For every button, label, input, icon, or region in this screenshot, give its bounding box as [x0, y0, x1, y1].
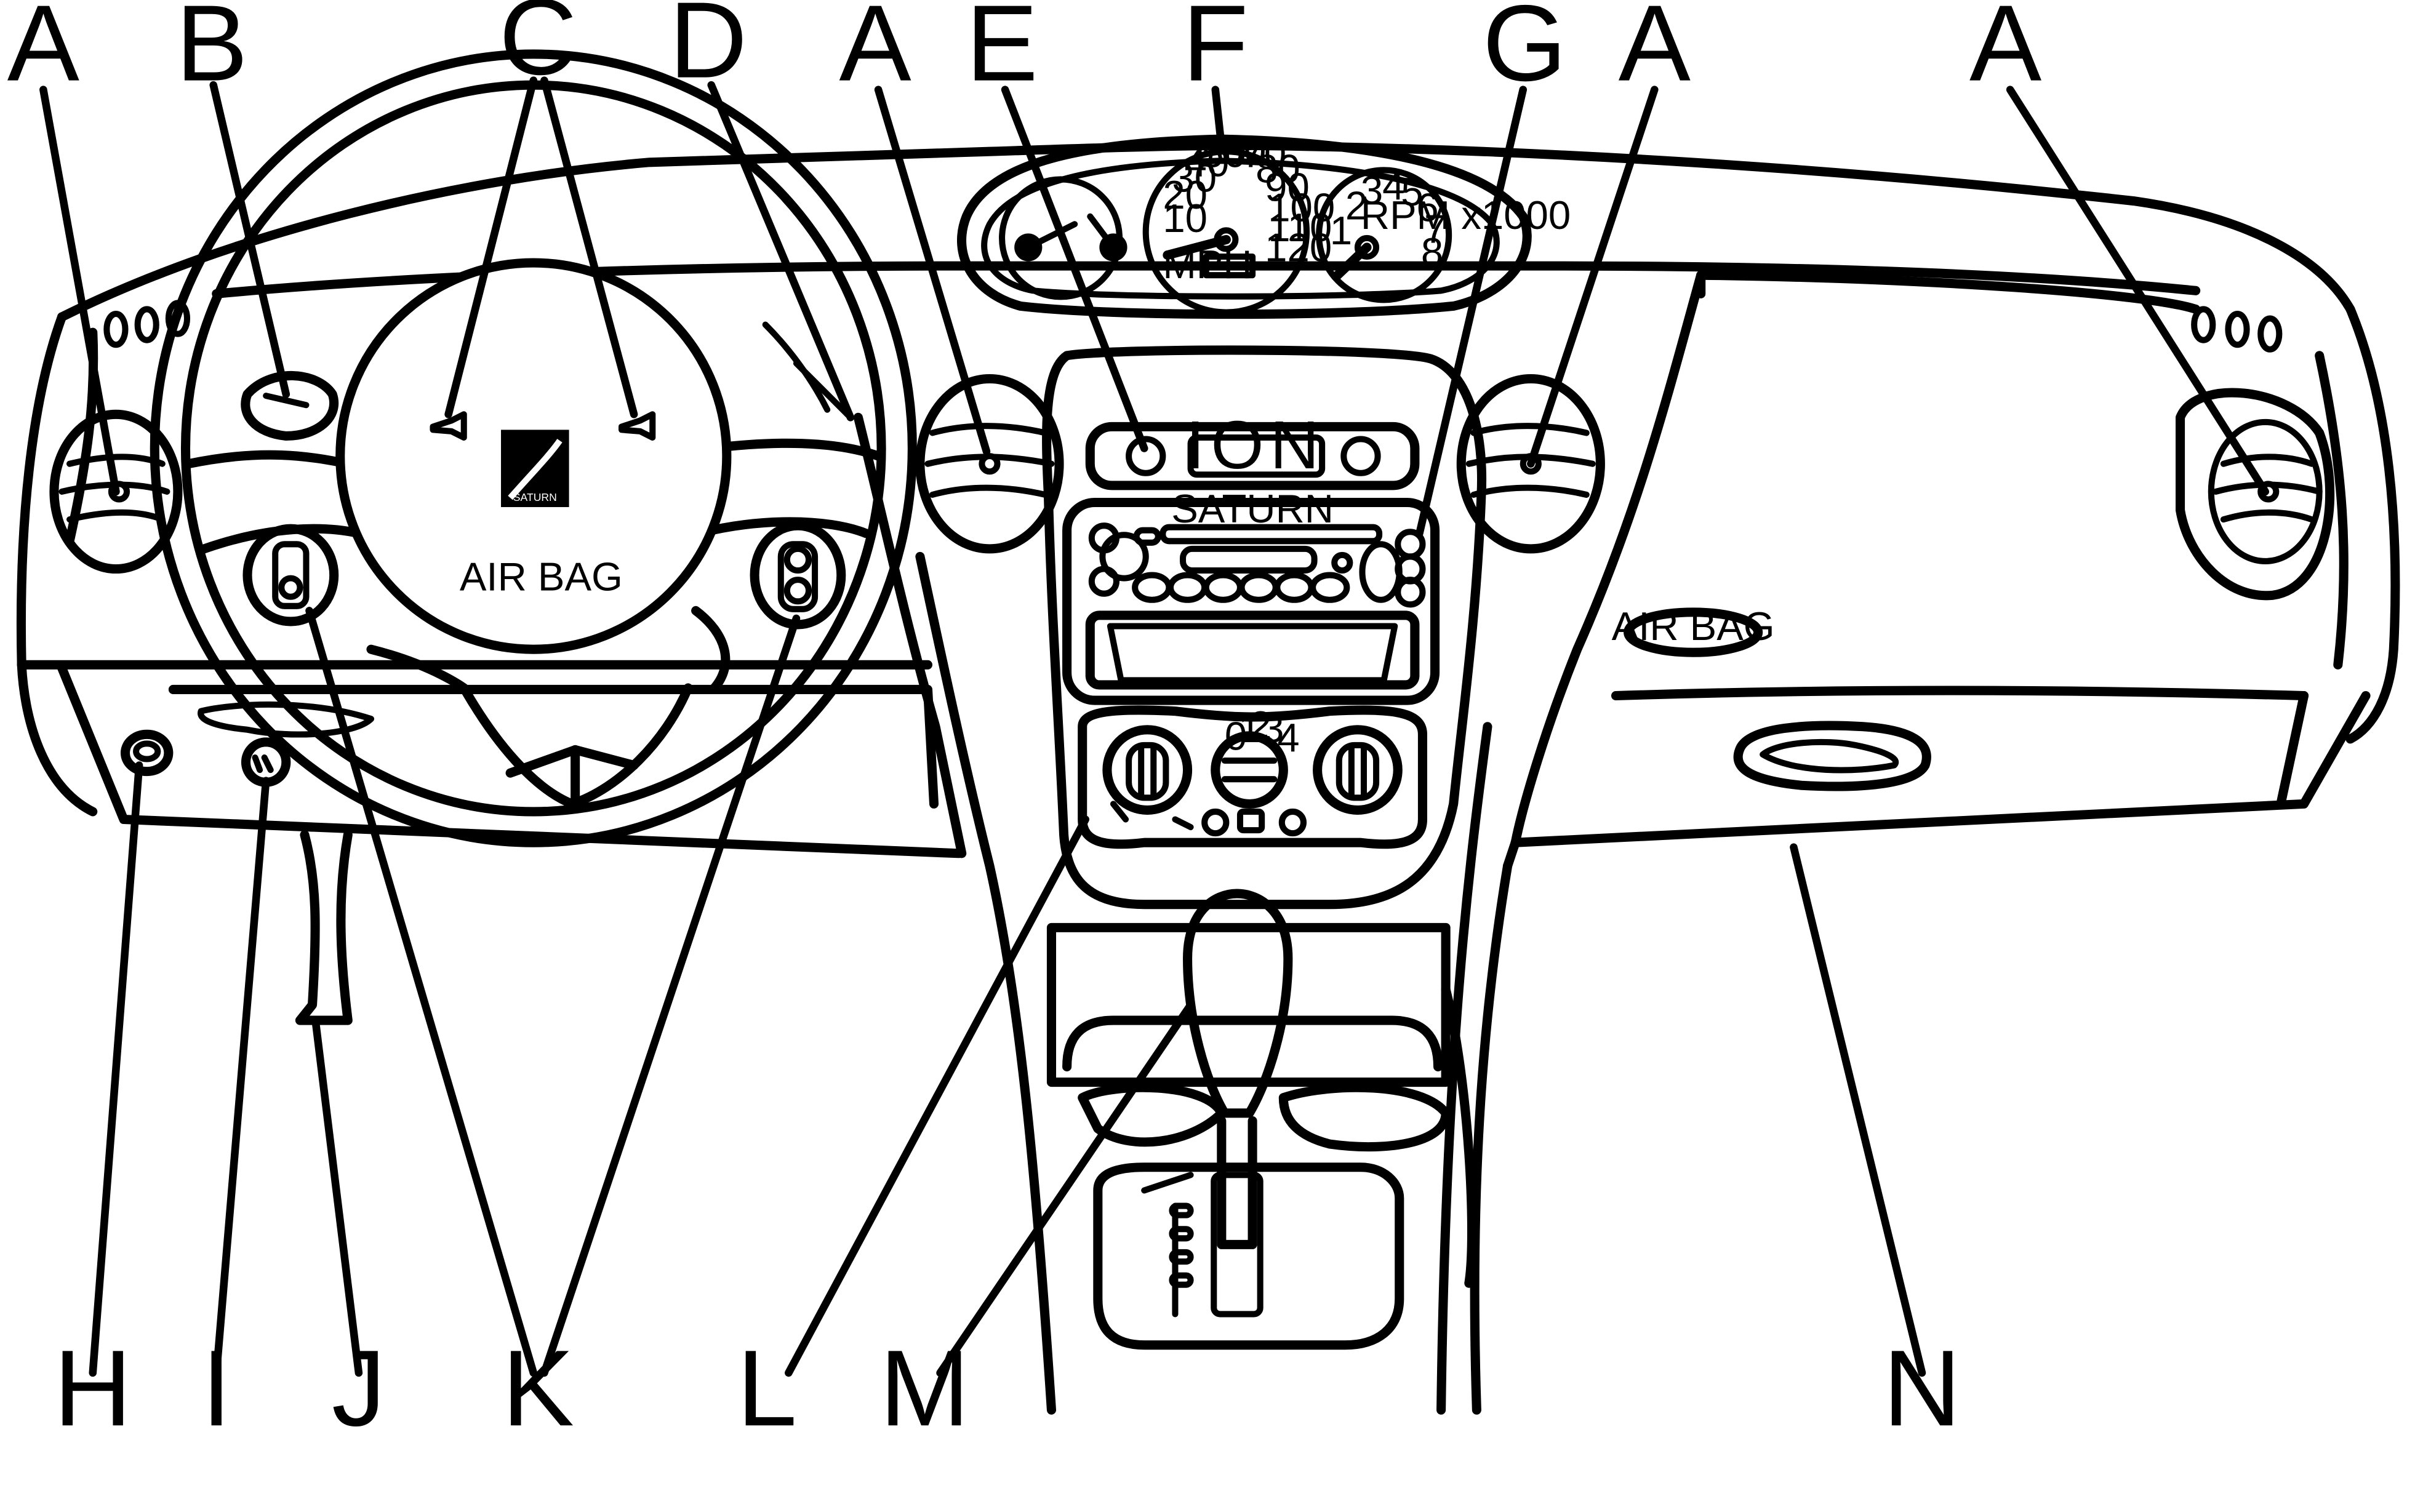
- tach-unit-label: RPM x1000: [1361, 193, 1571, 238]
- tach-tick-6: 6: [1416, 185, 1438, 230]
- callout-a: A: [1619, 0, 1691, 104]
- air-mode-knob[interactable]: [1313, 725, 1403, 815]
- speed-tick-10: 10: [1163, 196, 1207, 241]
- cruise-control-icon: [278, 575, 303, 600]
- instrument-cluster: MPH 10 20 30 40 50 60 70 80 90 100 110 1…: [957, 127, 1571, 319]
- callout-n: N: [1883, 1328, 1961, 1449]
- tach-tick-3: 3: [1361, 168, 1383, 213]
- fan-speed-1: 1: [1238, 706, 1260, 751]
- parking-brake-pedal[interactable]: [198, 701, 375, 1025]
- model-badge-panel: ION: [1085, 407, 1420, 490]
- callout-g: G: [1483, 0, 1567, 104]
- fan-speed-2: 2: [1249, 703, 1272, 748]
- fog-lamp-switch[interactable]: [241, 737, 291, 787]
- model-badge-label: ION: [1186, 407, 1326, 483]
- fog-lamp-icon: [252, 754, 274, 774]
- horn-icon: [430, 411, 467, 441]
- callout-a: A: [7, 0, 79, 104]
- radio-brand-label: SATURN: [1171, 486, 1334, 531]
- recirculation-icon[interactable]: [1236, 808, 1265, 834]
- speed-tick-30: 30: [1172, 156, 1217, 201]
- defrost-icon[interactable]: [1201, 808, 1230, 837]
- air-vent-center-left[interactable]: [915, 374, 1064, 554]
- callout-a: A: [1969, 0, 2041, 104]
- tach-tick-4: 4: [1382, 163, 1404, 208]
- temperature-knob[interactable]: [1102, 725, 1193, 815]
- turn-signal-lever[interactable]: [241, 370, 338, 441]
- air-vent-left-outer[interactable]: [49, 300, 191, 574]
- speed-unit-label: MPH: [1163, 242, 1252, 287]
- ac-button[interactable]: [1278, 808, 1307, 837]
- brand-badge-label: SATURN: [513, 491, 557, 503]
- steering-airbag-label: AIR BAG: [460, 554, 623, 599]
- hood-release-icon: [133, 740, 161, 762]
- tach-tick-2: 2: [1345, 183, 1368, 228]
- speedometer: [1142, 148, 1310, 316]
- climate-controls[interactable]: 0 1 2 3 4: [1078, 703, 1427, 849]
- glovebox-handle[interactable]: [1733, 721, 1931, 791]
- gear-shift-lever[interactable]: [1046, 889, 1451, 1350]
- fan-speed-0: 0: [1225, 713, 1247, 758]
- horn-icon: [618, 411, 656, 441]
- audio-control-icon: [783, 545, 812, 574]
- callout-b: B: [176, 0, 248, 104]
- callout-j: J: [332, 1328, 386, 1449]
- callout-k: K: [502, 1328, 574, 1449]
- tach-tick-8: 8: [1421, 230, 1443, 274]
- audio-system[interactable]: SATURN: [1062, 486, 1440, 705]
- callout-labels: A B C D A E F G A A H I J K L M N: [7, 0, 2042, 1449]
- tachometer: [1316, 167, 1452, 303]
- passenger-airbag-label: AIR BAG: [1612, 604, 1775, 649]
- speed-tick-60: 60: [1222, 127, 1267, 172]
- callout-l: L: [737, 1328, 797, 1449]
- callout-i: I: [201, 1328, 231, 1449]
- passenger-airbag: AIR BAG: [1612, 604, 1775, 657]
- callout-e: E: [966, 0, 1038, 104]
- speed-tick-90: 90: [1265, 165, 1310, 210]
- callout-d: D: [669, 0, 747, 101]
- callout-h: H: [54, 1328, 132, 1449]
- tach-tick-7: 7: [1424, 206, 1446, 251]
- callout-f: F: [1182, 0, 1248, 104]
- air-vent-icon: [979, 453, 1001, 475]
- tach-tick-5: 5: [1401, 169, 1423, 214]
- callout-a: A: [839, 0, 911, 104]
- speed-tick-80: 80: [1256, 146, 1300, 191]
- tach-tick-1: 1: [1330, 208, 1352, 253]
- hood-release[interactable]: [120, 729, 174, 777]
- fan-speed-4: 4: [1277, 715, 1299, 760]
- speed-tick-20: 20: [1163, 172, 1207, 217]
- speed-tick-70: 70: [1241, 130, 1286, 175]
- callout-c: C: [499, 0, 577, 98]
- leader-lines: [39, 76, 2270, 1377]
- cruise-control-buttons[interactable]: [242, 524, 339, 626]
- fan-speed-3: 3: [1262, 706, 1284, 751]
- tachometer-tick-labels: 1 2 3 4 5 6 7 8: [1330, 163, 1447, 274]
- fan-speed-knob[interactable]: [1211, 731, 1288, 809]
- gear-shift-icon: [1183, 889, 1293, 1118]
- air-vent-right-outer[interactable]: [2176, 306, 2335, 601]
- callout-m: M: [879, 1328, 970, 1449]
- air-vent-center-right[interactable]: [1456, 374, 1605, 554]
